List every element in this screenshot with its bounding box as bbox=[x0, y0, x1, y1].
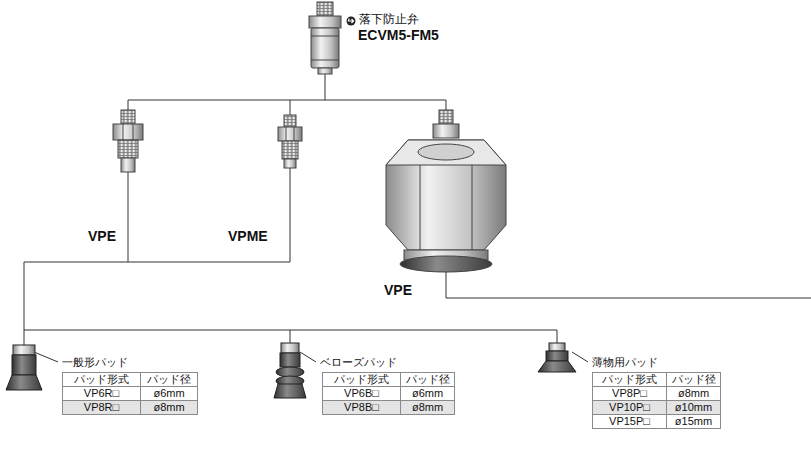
pad-diameter: ø6mm bbox=[400, 386, 455, 401]
pad-model: VP8R□ bbox=[62, 400, 141, 415]
table-header: パッド形式 bbox=[592, 372, 667, 387]
pad-diameter: ø15mm bbox=[666, 414, 721, 429]
pad-model: VP6B□ bbox=[322, 386, 401, 401]
pad-model: VP8B□ bbox=[322, 400, 401, 415]
table-header: パッド径 bbox=[140, 372, 198, 387]
pad-model: VP15P□ bbox=[592, 414, 667, 429]
pad-type: 薄物用パッド bbox=[592, 356, 658, 369]
table-header: パッド径 bbox=[666, 372, 721, 387]
pad-model: VP8P□ bbox=[592, 386, 667, 401]
table-header: パッド形式 bbox=[322, 372, 401, 387]
part-note: 落下防止弁 bbox=[359, 12, 419, 26]
pad-diameter: ø8mm bbox=[140, 400, 198, 415]
pad-model: VP10P□ bbox=[592, 400, 667, 415]
part-name: VPE bbox=[88, 228, 116, 245]
pad-type: 一般形パッド bbox=[62, 356, 128, 369]
part-number: ECVM5-FM5 bbox=[358, 27, 439, 44]
part-name: VPE bbox=[384, 282, 412, 299]
pad-diameter: ø10mm bbox=[666, 400, 721, 415]
pad-diameter: ø8mm bbox=[400, 400, 455, 415]
pad-diameter: ø6mm bbox=[140, 386, 198, 401]
pad-diameter: ø8mm bbox=[666, 386, 721, 401]
part-name: VPME bbox=[228, 228, 268, 245]
table-header: パッド径 bbox=[400, 372, 455, 387]
pad-type: ベローズパッド bbox=[320, 356, 397, 369]
pad-model: VP6R□ bbox=[62, 386, 141, 401]
table-header: パッド形式 bbox=[62, 372, 141, 387]
